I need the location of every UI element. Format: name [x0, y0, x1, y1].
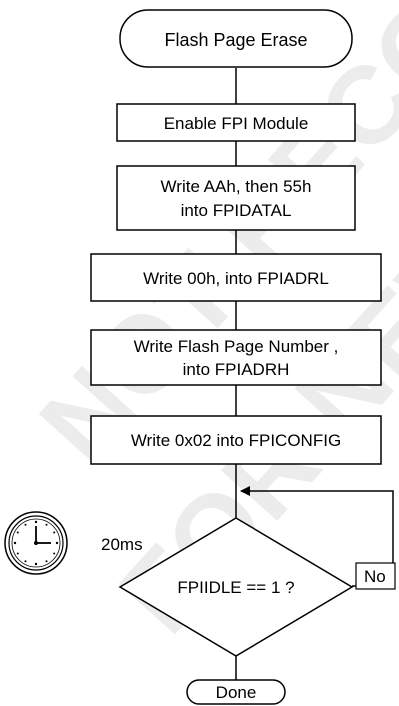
decision-fpiidle-shape: [118, 517, 354, 657]
step-write-fpiadrl: Write 00h, into FPIADRL: [90, 253, 382, 302]
no-label: No: [364, 567, 386, 586]
clock-icon: [4, 511, 68, 575]
step-enable-fpi-label: Enable FPI Module: [164, 114, 309, 133]
end-terminator-shape: [186, 679, 286, 705]
end-terminator: Done: [186, 679, 286, 705]
step-enable-fpi-box: [116, 103, 356, 142]
step-write-page-number-label-line1: Write Flash Page Number ,: [134, 337, 339, 356]
start-terminator-shape: [119, 9, 353, 68]
step-write-page-number: Write Flash Page Number , into FPIADRH: [90, 329, 382, 386]
no-label-box: No: [355, 562, 396, 590]
step-write-page-number-label-line2: into FPIADRH: [183, 360, 290, 379]
step-write-aa-55-box: [116, 165, 356, 231]
step-enable-fpi: Enable FPI Module: [116, 103, 356, 142]
decision-fpiidle-label: FPIIDLE == 1 ?: [177, 578, 294, 597]
step-write-fpiadrl-box: [90, 253, 382, 302]
delay-label: 20ms: [101, 535, 143, 554]
step-write-fpiconfig-label: Write 0x02 into FPICONFIG: [131, 431, 341, 450]
end-terminator-label: Done: [216, 683, 257, 702]
step-write-aa-55-label-line1: Write AAh, then 55h: [161, 177, 312, 196]
step-write-aa-55: Write AAh, then 55h into FPIDATAL: [116, 165, 356, 231]
step-write-fpiadrl-label: Write 00h, into FPIADRL: [143, 269, 329, 288]
start-terminator: Flash Page Erase: [119, 9, 353, 68]
step-write-aa-55-label-line2: into FPIDATAL: [181, 201, 292, 220]
step-write-fpiconfig: Write 0x02 into FPICONFIG: [90, 415, 382, 465]
start-terminator-label: Flash Page Erase: [164, 30, 307, 50]
step-write-page-number-box: [90, 329, 382, 386]
step-write-fpiconfig-box: [90, 415, 382, 465]
decision-fpiidle: FPIIDLE == 1 ?: [118, 517, 354, 657]
